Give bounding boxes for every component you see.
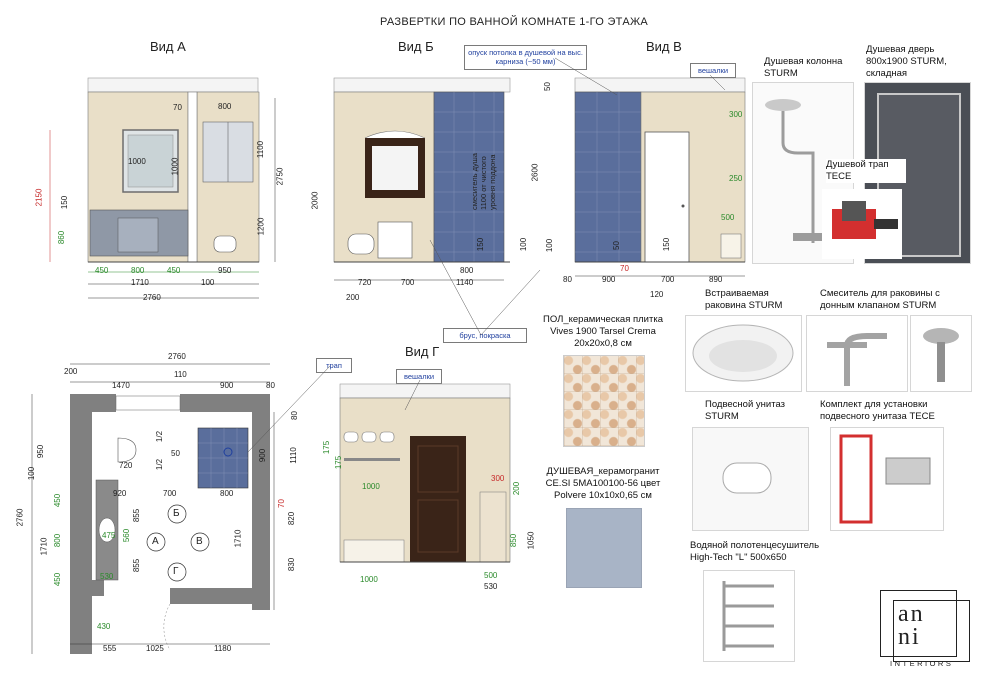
drain-valve-photo xyxy=(910,315,972,392)
dim-b-200: 200 xyxy=(346,293,360,302)
drain-photo xyxy=(822,189,902,259)
dim-c-900: 900 xyxy=(602,275,616,284)
dim-c-890: 890 xyxy=(709,275,723,284)
plan-dim-2760-top: 2760 xyxy=(168,352,186,361)
view-c-drawing xyxy=(574,77,746,277)
logo-line-2: ni xyxy=(898,624,921,650)
dim-a-70: 70 xyxy=(173,103,182,112)
plan-dim-1180: 1180 xyxy=(214,644,232,653)
plan-dim-555: 555 xyxy=(103,644,117,653)
plan-dim-800: 800 xyxy=(220,489,234,498)
mixer-photo xyxy=(806,315,908,392)
dim-a-800-bottom: 800 xyxy=(131,266,145,275)
drain-label: Душевой трап TECE xyxy=(826,159,906,183)
shower-door-label: Душевая дверь 800x1900 STURM, складная xyxy=(866,44,947,79)
plan-dim-920: 920 xyxy=(113,489,127,498)
dim-c-70: 70 xyxy=(620,264,629,273)
shower-tile-swatch xyxy=(566,508,642,588)
plan-dim-430: 430 xyxy=(97,622,111,631)
dim-b-700: 700 xyxy=(401,278,415,287)
page-title: РАЗВЕРТКИ ПО ВАННОЙ КОМНАТЕ 1-ГО ЭТАЖА xyxy=(380,16,649,28)
view-d-drawing xyxy=(339,383,511,563)
dim-a-450-left: 450 xyxy=(95,266,109,275)
dim-c-500: 500 xyxy=(721,213,735,222)
plan-dim-475: 475 xyxy=(102,531,116,540)
dim-d-530: 530 xyxy=(484,582,498,591)
mixer-label: Смеситель для раковины с донным клапаном… xyxy=(820,288,940,311)
dim-c-120: 120 xyxy=(650,290,664,299)
beam-note: брус, покраска xyxy=(443,328,527,344)
view-a-title: Вид А xyxy=(150,39,186,54)
towel-rail-label: Водяной полотенцесушитель High-Tech "L" … xyxy=(690,540,820,563)
logo-subtitle: INTERIORS xyxy=(890,659,954,668)
dim-a-950: 950 xyxy=(218,266,232,275)
dim-d-1000-top: 1000 xyxy=(362,482,380,491)
view-a-drawing xyxy=(49,77,276,299)
dim-d-500: 500 xyxy=(484,571,498,580)
shower-column-label: Душевая колонна STURM xyxy=(764,56,843,79)
dim-a-1710: 1710 xyxy=(131,278,149,287)
dim-a-100: 100 xyxy=(201,278,215,287)
plan-marker-g: Г xyxy=(173,566,179,577)
view-b-title: Вид Б xyxy=(398,39,434,54)
plan-dim-80-top: 80 xyxy=(266,381,275,390)
plan-dim-900-top: 900 xyxy=(220,381,234,390)
plan-dim-700: 700 xyxy=(163,489,177,498)
toilet-label: Подвесной унитаз STURM xyxy=(705,399,785,422)
dim-c-300: 300 xyxy=(729,110,743,119)
dim-b-720: 720 xyxy=(358,278,372,287)
view-d-title: Вид Г xyxy=(405,344,440,359)
install-kit-label: Комплект для установки подвесного унитаз… xyxy=(820,399,935,422)
dim-c-700: 700 xyxy=(661,275,675,284)
floor-plan xyxy=(31,363,275,654)
plan-marker-b: Б xyxy=(173,508,180,519)
ceiling-drop-note: опуск потолка в душевой на выс. карниза … xyxy=(464,45,587,70)
dim-c-80: 80 xyxy=(563,275,572,284)
dim-d-300: 300 xyxy=(491,474,505,483)
plan-dim-1025: 1025 xyxy=(146,644,164,653)
plan-dim-720: 720 xyxy=(119,461,133,470)
toilet-photo xyxy=(692,427,809,531)
sink-photo xyxy=(685,315,802,392)
dim-a-800: 800 xyxy=(218,102,232,111)
floor-tile-label: ПОЛ_керамическая плитка Vives 1900 Tarse… xyxy=(543,314,663,349)
plan-marker-v: В xyxy=(196,536,203,547)
install-kit-photo xyxy=(830,427,944,531)
dim-a-450-right: 450 xyxy=(167,266,181,275)
dim-d-1000-bottom: 1000 xyxy=(360,575,378,584)
view-c-title: Вид В xyxy=(646,39,682,54)
dim-b-800: 800 xyxy=(460,266,474,275)
plan-dim-50: 50 xyxy=(171,449,180,458)
view-b-drawing xyxy=(333,77,511,281)
dim-a-1000-h: 1000 xyxy=(128,157,146,166)
floor-tile-swatch xyxy=(563,355,645,447)
dim-c-250: 250 xyxy=(729,174,743,183)
plan-dim-110: 110 xyxy=(174,370,187,379)
towel-rail-photo xyxy=(703,570,795,662)
sink-label: Встраиваемая раковина STURM xyxy=(705,288,783,311)
plan-dim-1470: 1470 xyxy=(112,381,130,390)
plan-dim-200: 200 xyxy=(64,367,78,376)
shower-tile-label: ДУШЕВАЯ_керамогранит CE.SI 5MA100100-56 … xyxy=(545,466,661,501)
logo-frame-offset xyxy=(893,600,970,662)
dim-b-1140: 1140 xyxy=(456,278,474,287)
plan-dim-530: 530 xyxy=(100,572,114,581)
drain-note: трап xyxy=(316,358,352,374)
logo-frame xyxy=(880,590,957,657)
logo-line-1: an xyxy=(898,601,925,627)
dim-a-2760: 2760 xyxy=(143,293,161,302)
plan-marker-a: А xyxy=(152,536,159,547)
